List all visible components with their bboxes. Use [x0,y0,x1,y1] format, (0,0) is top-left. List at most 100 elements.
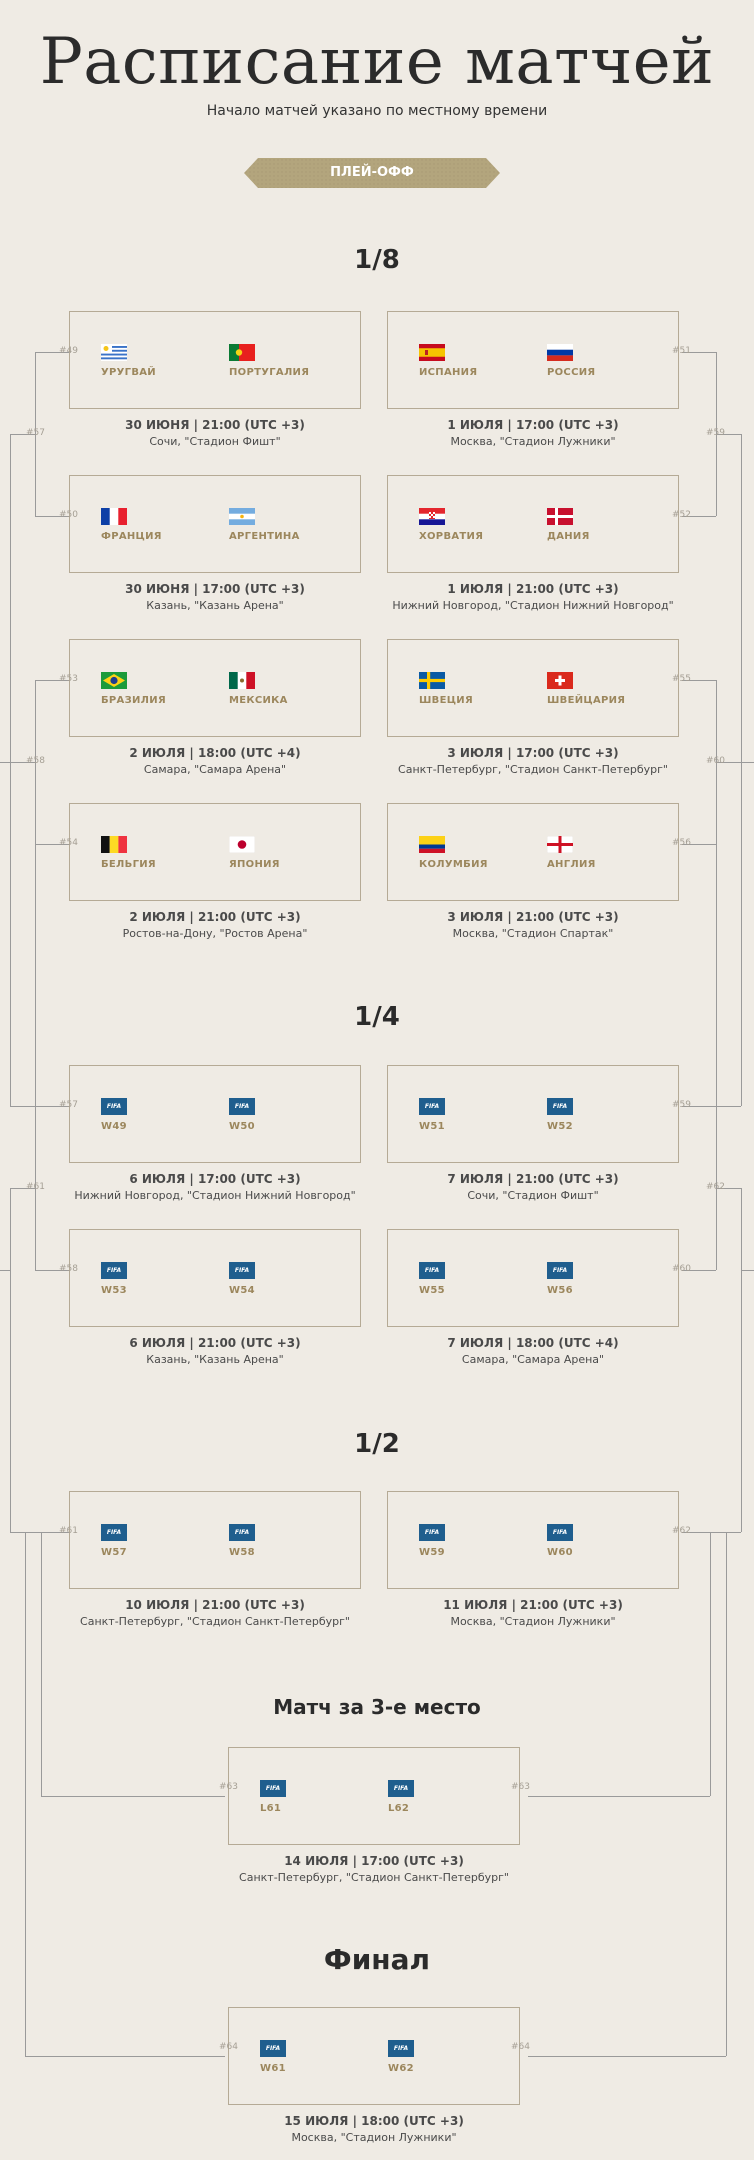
match-venue: Сочи, "Стадион Фишт" [467,1189,599,1202]
match-datetime: 1 ИЮЛЯ | 21:00 (UTC +3) [447,582,619,596]
match-number: #55 [672,674,691,684]
team-name: ШВЕЙЦАРИЯ [547,695,626,706]
team-name: W56 [547,1285,573,1296]
uruguay-flag-icon [101,344,127,361]
match-number: #59 [672,1100,691,1110]
bracket-label-58: #58 [26,756,45,766]
match-venue: Москва, "Стадион Лужники" [450,1615,616,1628]
match-venue: Ростов-на-Дону, "Ростов Арена" [122,927,308,940]
match-card-60[interactable]: FIFA W55 FIFA W56 [387,1229,679,1327]
match-datetime: 7 ИЮЛЯ | 18:00 (UTC +4) [447,1336,619,1350]
match-card-49[interactable]: УРУГВАЙ ПОРТУГАЛИЯ [69,311,361,409]
fifa-logo-icon: FIFA [547,1524,573,1541]
bracket-label-57: #57 [26,428,45,438]
match-info-56: 3 ИЮЛЯ | 21:00 (UTC +3) Москва, "Стадион… [368,910,698,940]
match-venue: Нижний Новгород, "Стадион Нижний Новгоро… [74,1189,356,1202]
sweden-flag-icon [419,672,445,689]
match-card-55[interactable]: ШВЕЦИЯ ШВЕЙЦАРИЯ [387,639,679,737]
match-card-54[interactable]: БЕЛЬГИЯ ЯПОНИЯ [69,803,361,901]
match-datetime: 2 ИЮЛЯ | 18:00 (UTC +4) [129,746,301,760]
page-subtitle: Начало матчей указано по местному времен… [206,103,548,119]
switzerland-flag-icon [547,672,573,689]
match-venue: Нижний Новгород, "Стадион Нижний Новгоро… [392,599,674,612]
match-info-50: 30 ИЮНЯ | 17:00 (UTC +3) Казань, "Казань… [50,582,380,612]
match-datetime: 6 ИЮЛЯ | 21:00 (UTC +3) [129,1336,301,1350]
fifa-logo-icon: FIFA [229,1524,255,1541]
match-info-57: 6 ИЮЛЯ | 17:00 (UTC +3) Нижний Новгород,… [50,1172,380,1202]
bracket-label-62: #62 [706,1182,725,1192]
match-info-62: 11 ИЮЛЯ | 21:00 (UTC +3) Москва, "Стадио… [368,1598,698,1628]
fifa-logo-icon: FIFA [229,1098,255,1115]
mexico-flag-icon [229,672,255,689]
match-venue: Казань, "Казань Арена" [146,1353,284,1366]
team-name: ПОРТУГАЛИЯ [229,367,310,378]
match-number: #50 [59,510,78,520]
match-datetime: 30 ИЮНЯ | 21:00 (UTC +3) [125,418,305,432]
team-name: УРУГВАЙ [101,367,156,378]
match-card-58[interactable]: FIFA W53 FIFA W54 [69,1229,361,1327]
match-info-51: 1 ИЮЛЯ | 17:00 (UTC +3) Москва, "Стадион… [368,418,698,448]
match-number: #58 [59,1264,78,1274]
semifinal-title: 1/2 [354,1429,400,1459]
match-number: #63 [511,1782,530,1792]
bracket-label-60: #60 [706,756,725,766]
match-info-55: 3 ИЮЛЯ | 17:00 (UTC +3) Санкт-Петербург,… [368,746,698,776]
team-name: W55 [419,1285,445,1296]
portugal-flag-icon [229,344,255,361]
team-name: L61 [260,1803,282,1814]
team-name: КОЛУМБИЯ [419,859,488,870]
match-card-63[interactable]: FIFA L61 FIFA L62 [228,1747,520,1845]
match-info-58: 6 ИЮЛЯ | 21:00 (UTC +3) Казань, "Казань … [50,1336,380,1366]
team-name: ФРАНЦИЯ [101,531,162,542]
match-venue: Москва, "Стадион Лужники" [450,435,616,448]
match-card-62[interactable]: FIFA W59 FIFA W60 [387,1491,679,1589]
match-card-53[interactable]: БРАЗИЛИЯ МЕКСИКА [69,639,361,737]
team-name: БРАЗИЛИЯ [101,695,166,706]
final-title: Финал [323,1943,431,1976]
team-name: ЯПОНИЯ [229,859,280,870]
match-venue: Москва, "Стадион Спартак" [452,927,614,940]
match-info-49: 30 ИЮНЯ | 21:00 (UTC +3) Сочи, "Стадион … [50,418,380,448]
match-card-59[interactable]: FIFA W51 FIFA W52 [387,1065,679,1163]
team-name: W54 [229,1285,255,1296]
match-card-51[interactable]: ИСПАНИЯ РОССИЯ [387,311,679,409]
match-number: #64 [511,2042,530,2052]
match-number: #60 [672,1264,691,1274]
match-datetime: 2 ИЮЛЯ | 21:00 (UTC +3) [129,910,301,924]
team-name: W50 [229,1121,255,1132]
match-info-64: 15 ИЮЛЯ | 18:00 (UTC +3) Москва, "Стадио… [209,2114,539,2144]
match-datetime: 6 ИЮЛЯ | 17:00 (UTC +3) [129,1172,301,1186]
match-number: #57 [59,1100,78,1110]
japan-flag-icon [229,836,255,853]
croatia-flag-icon [419,508,445,525]
fifa-logo-icon: FIFA [260,2040,286,2057]
match-venue: Самара, "Самара Арена" [143,763,287,776]
match-info-52: 1 ИЮЛЯ | 21:00 (UTC +3) Нижний Новгород,… [368,582,698,612]
match-card-50[interactable]: ФРАНЦИЯ АРГЕНТИНА [69,475,361,573]
match-card-57[interactable]: FIFA W49 FIFA W50 [69,1065,361,1163]
match-datetime: 3 ИЮЛЯ | 17:00 (UTC +3) [447,746,619,760]
fifa-logo-icon: FIFA [419,1262,445,1279]
fifa-logo-icon: FIFA [101,1098,127,1115]
fifa-logo-icon: FIFA [388,2040,414,2057]
team-name: АРГЕНТИНА [229,531,300,542]
spain-flag-icon [419,344,445,361]
match-card-64[interactable]: FIFA W61 FIFA W62 [228,2007,520,2105]
match-card-56[interactable]: КОЛУМБИЯ АНГЛИЯ [387,803,679,901]
team-name: W49 [101,1121,127,1132]
match-venue: Санкт-Петербург, "Стадион Санкт-Петербур… [239,1871,509,1884]
match-card-52[interactable]: ХОРВАТИЯ ДАНИЯ [387,475,679,573]
argentina-flag-icon [229,508,255,525]
match-card-61[interactable]: FIFA W57 FIFA W58 [69,1491,361,1589]
team-name: L62 [388,1803,410,1814]
tab-playoff[interactable]: ПЛЕЙ-ОФФ [244,158,500,188]
match-datetime: 3 ИЮЛЯ | 21:00 (UTC +3) [447,910,619,924]
match-info-54: 2 ИЮЛЯ | 21:00 (UTC +3) Ростов-на-Дону, … [50,910,380,940]
team-name: W60 [547,1547,573,1558]
match-venue: Сочи, "Стадион Фишт" [149,435,281,448]
fifa-logo-icon: FIFA [547,1262,573,1279]
team-name: W62 [388,2063,414,2074]
fifa-logo-icon: FIFA [260,1780,286,1797]
fifa-logo-icon: FIFA [229,1262,255,1279]
match-number: #51 [672,346,691,356]
